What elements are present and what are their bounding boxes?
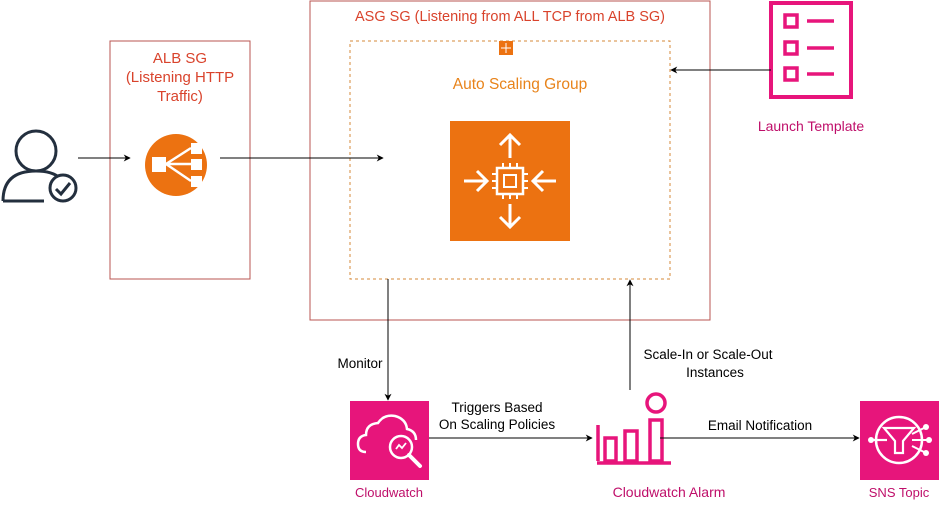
- cloudwatch-alarm-label: Cloudwatch Alarm: [613, 484, 726, 500]
- alb-sg-title-line1: ALB SG: [153, 50, 207, 67]
- alb-sg-title-line2: (Listening HTTP: [126, 69, 234, 86]
- asg-sg-box: [309, 0, 711, 321]
- user-check-icon: [1, 129, 78, 203]
- alarm-chart-icon: [596, 392, 671, 465]
- cloudwatch-label: Cloudwatch: [355, 485, 423, 500]
- cloudwatch-icon: [350, 401, 429, 480]
- alb-sg-title-line3: Traffic): [157, 88, 203, 105]
- scale-label-line1: Scale-In or Scale-Out: [643, 347, 772, 362]
- sns-topic-icon: [860, 401, 939, 480]
- load-balancer-icon: [145, 134, 207, 196]
- email-label: Email Notification: [708, 418, 812, 433]
- triggers-label-line2: On Scaling Policies: [439, 417, 556, 432]
- scale-label-line2: Instances: [686, 365, 744, 380]
- alb-sg-box: [109, 40, 251, 280]
- auto-scaling-small-icon: [499, 41, 513, 55]
- sns-label: SNS Topic: [869, 485, 930, 500]
- triggers-label-line1: Triggers Based: [451, 400, 542, 415]
- asg-label: Auto Scaling Group: [453, 76, 587, 93]
- checklist-icon: [769, 1, 853, 99]
- asg-sg-title: ASG SG (Listening from ALL TCP from ALB …: [355, 9, 665, 25]
- asg-group-box: [349, 40, 671, 280]
- launch-template-label: Launch Template: [758, 118, 865, 134]
- ec2-auto-scaling-icon: [450, 121, 570, 241]
- monitor-label: Monitor: [337, 356, 383, 371]
